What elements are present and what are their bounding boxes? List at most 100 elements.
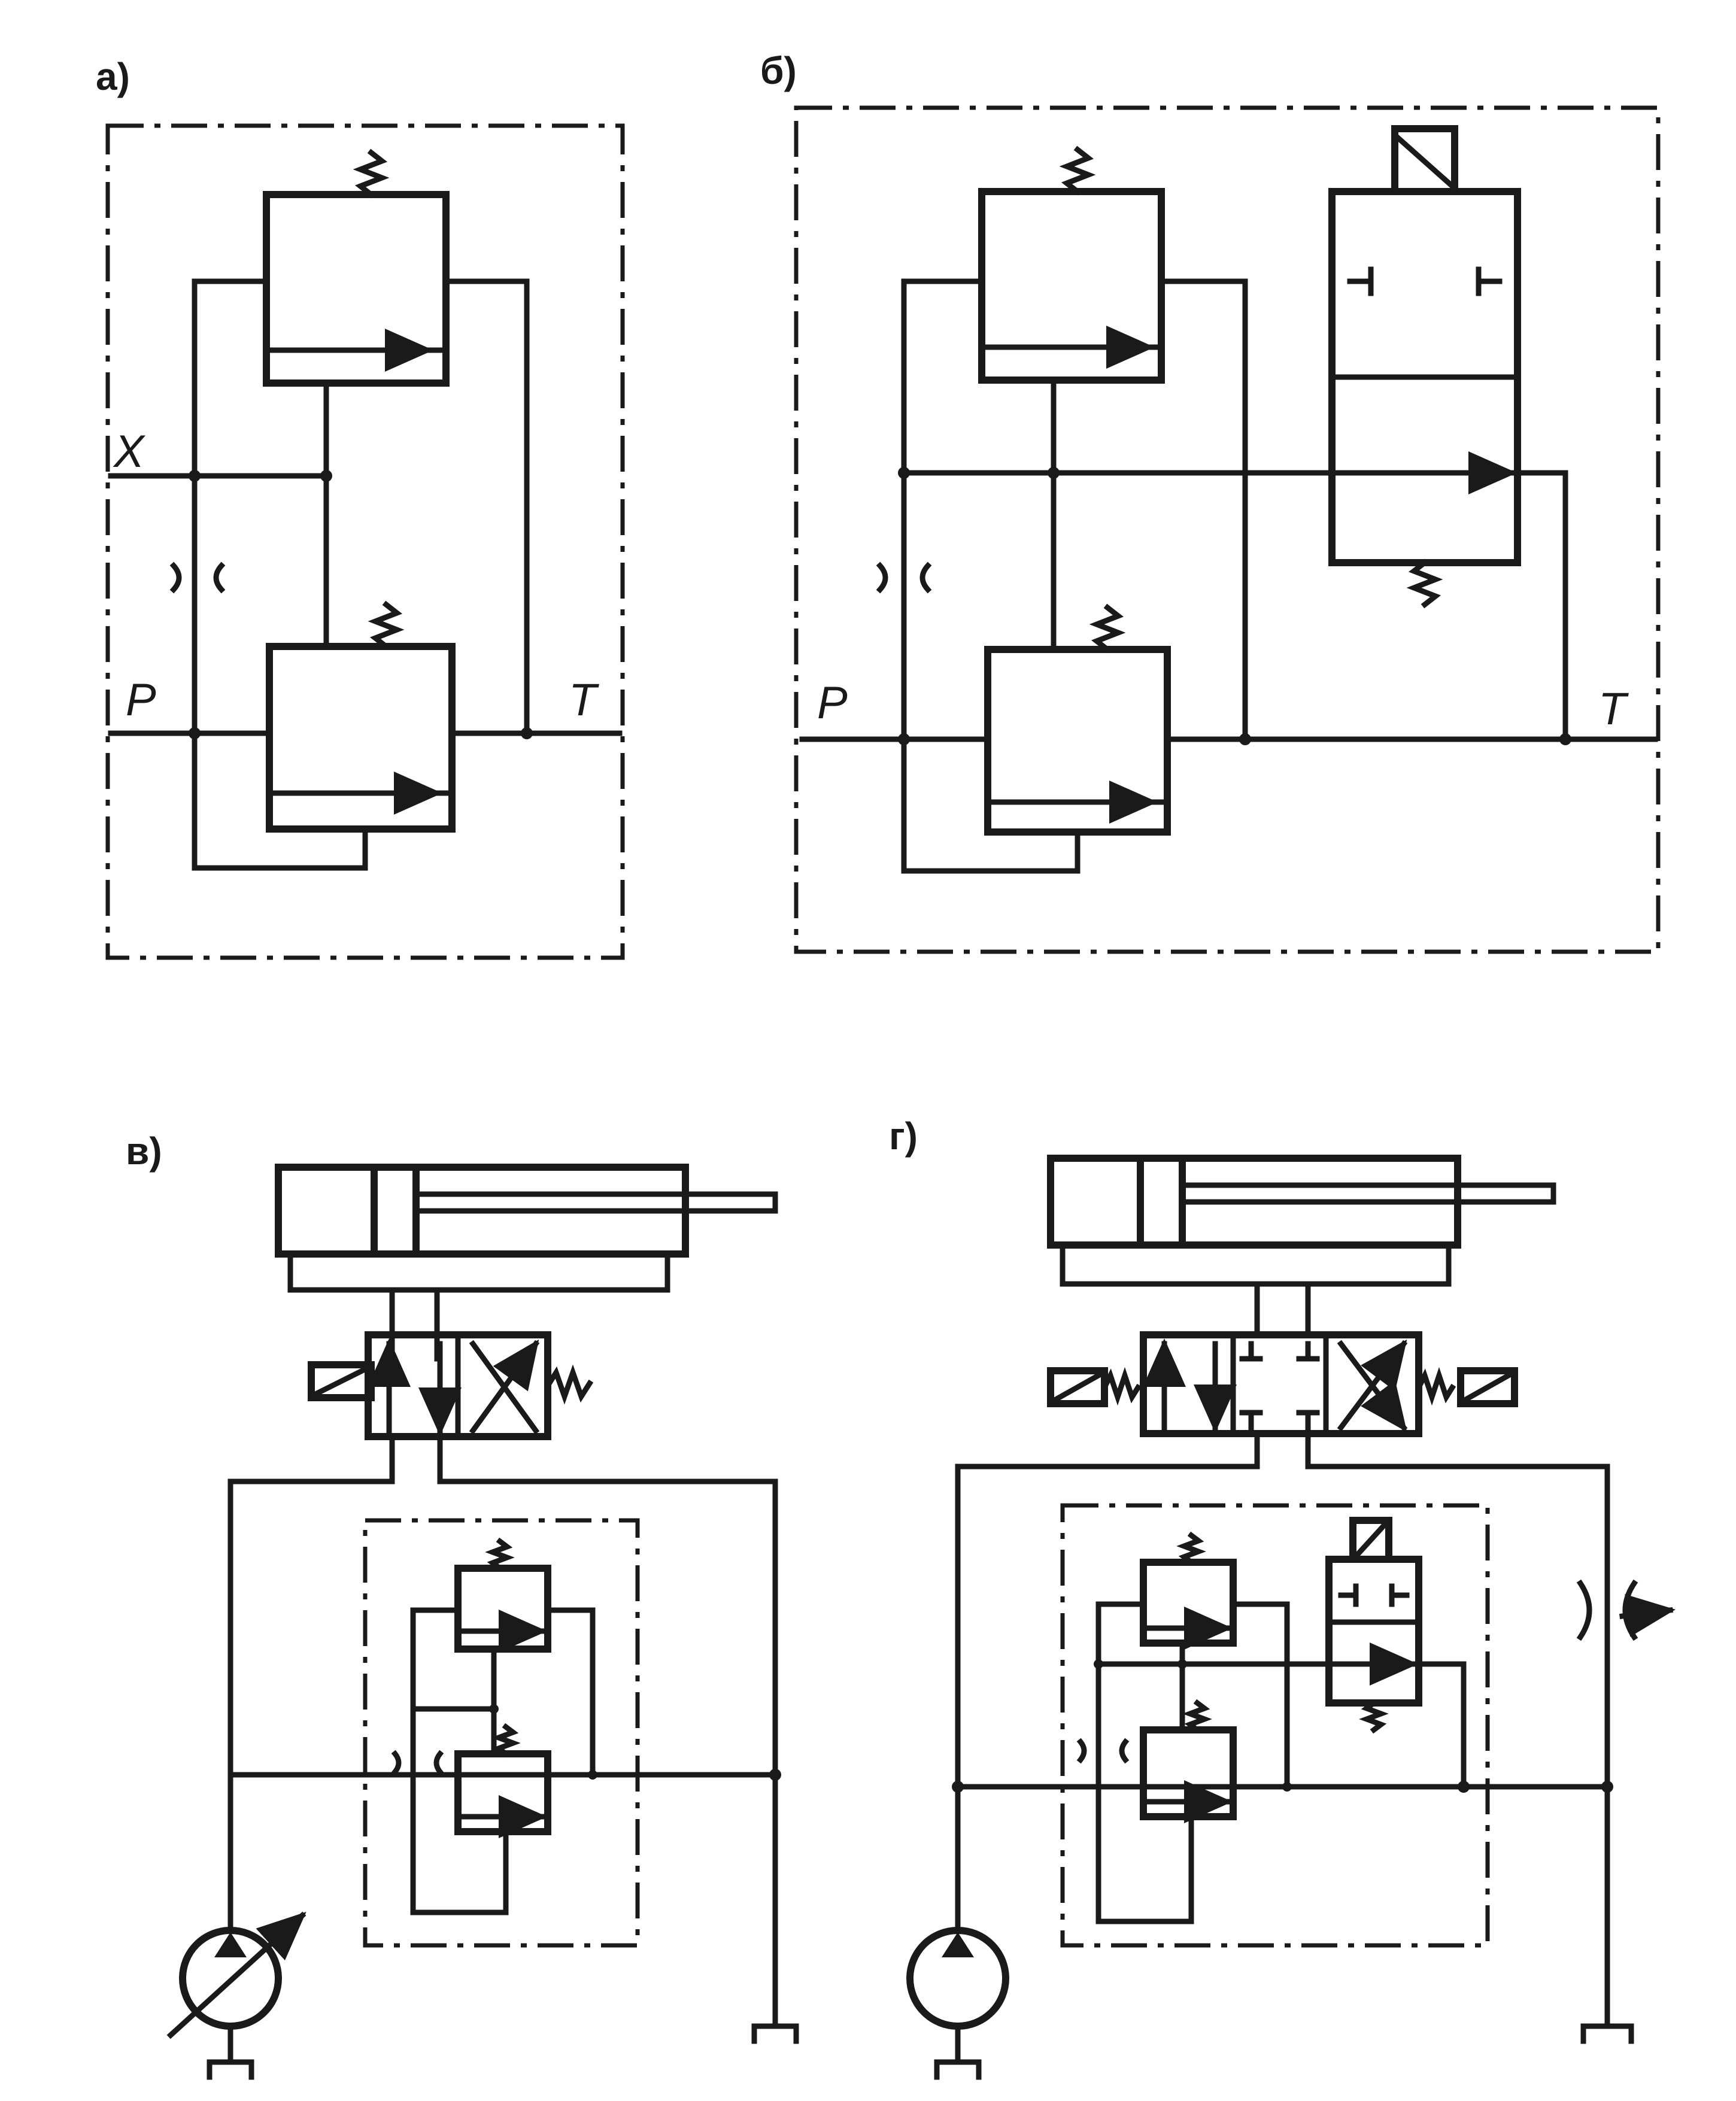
blocked-port-icon xyxy=(1239,1410,1320,1431)
tank-icon xyxy=(934,2059,982,2080)
main-valve-spring-icon xyxy=(1089,603,1126,654)
drain-line xyxy=(545,1607,596,1778)
solenoid-diagonal xyxy=(1394,133,1456,190)
right-spring-icon xyxy=(1415,1367,1456,1406)
panel-b-label: б) xyxy=(760,49,797,92)
panel-v: в) xyxy=(126,1130,799,2080)
junction-dot xyxy=(1282,1782,1292,1792)
pilot-supply-line xyxy=(901,278,1081,874)
relief-valve-dashed-enclosure xyxy=(1060,1503,1490,1948)
vent-return-line xyxy=(1515,470,1568,742)
return-line xyxy=(437,1434,778,2029)
cylinder-port-lines xyxy=(389,1287,440,1362)
panel-g: г) xyxy=(889,1115,1676,2080)
port-p-label: P xyxy=(817,678,848,728)
cylinder-rod xyxy=(1179,1182,1556,1205)
relief-valve-assembly xyxy=(1060,1503,1490,1948)
cylinder-port-lines xyxy=(1254,1281,1311,1335)
panel-a-dashed-enclosure xyxy=(105,123,625,960)
vent-return-line xyxy=(1416,1661,1467,1790)
panel-b: б) xyxy=(760,49,1661,954)
main-valve-spring-icon xyxy=(491,1723,521,1758)
port-x-label: X xyxy=(113,426,146,477)
junction-dot xyxy=(898,733,910,745)
solenoid-diagonal xyxy=(1352,1519,1390,1560)
pilot-valve-body xyxy=(454,1565,551,1653)
junction-dot xyxy=(320,470,332,482)
junction-dot xyxy=(1239,733,1251,745)
port-t-label: T xyxy=(569,675,599,725)
solenoid-valve-body xyxy=(1325,1556,1422,1707)
pilot-supply-line xyxy=(1095,1601,1194,1924)
main-valve xyxy=(266,600,456,833)
cylinder-piston xyxy=(1137,1155,1186,1249)
variable-adjust-arrow-icon xyxy=(166,1911,306,2039)
return-line xyxy=(1305,1431,1610,2029)
cylinder-port-bar xyxy=(1060,1242,1452,1287)
solenoid-diagonal xyxy=(1459,1370,1516,1405)
solenoid-directional-valve xyxy=(1328,125,1521,609)
pilot-valve-spring-icon xyxy=(353,148,390,199)
directional-valve-4-2 xyxy=(308,1331,594,1440)
solenoid-icon xyxy=(1457,1367,1518,1407)
solenoid-diagonal xyxy=(1049,1370,1106,1405)
pressure-line xyxy=(955,1431,1260,1933)
cross-flow-line xyxy=(469,1340,540,1435)
variable-displacement-pump xyxy=(166,1911,306,2080)
relief-valve-dashed-enclosure xyxy=(363,1518,640,1948)
drain-line xyxy=(1158,278,1248,742)
cylinder-rod xyxy=(413,1191,778,1214)
junction-dot xyxy=(1559,733,1571,745)
pilot-valve-body xyxy=(978,188,1165,384)
panel-g-label: г) xyxy=(889,1115,918,1158)
pilot-valve-spring-icon xyxy=(1059,145,1096,196)
tank-icon xyxy=(751,2023,799,2044)
orifice-icon xyxy=(1076,1738,1130,1764)
solenoid-return-spring-icon xyxy=(1406,558,1443,609)
left-spring-icon xyxy=(1100,1367,1142,1406)
orifice-icon xyxy=(169,561,226,594)
pilot-supply-line xyxy=(410,1607,509,1915)
junction-dot xyxy=(1601,1781,1613,1793)
main-valve-spring-icon xyxy=(368,600,405,651)
junction-dot xyxy=(952,1781,964,1793)
blocked-port-icon xyxy=(1239,1341,1320,1362)
tank-icon xyxy=(207,2059,254,2080)
solenoid-return-spring-icon xyxy=(1359,1699,1389,1734)
panel-a-label: а) xyxy=(96,55,130,98)
main-valve xyxy=(984,603,1171,836)
pilot-supply-line xyxy=(192,278,368,871)
pilot-valve-spring-icon xyxy=(485,1537,515,1572)
pilot-valve-body xyxy=(1140,1559,1237,1647)
blocked-port-icon xyxy=(1476,266,1503,296)
junction-dot xyxy=(521,727,533,739)
fixed-displacement-pump xyxy=(906,1927,1009,2080)
relief-valve-assembly xyxy=(363,1518,640,1948)
port-p-label: P xyxy=(126,675,156,725)
main-valve-spring-icon xyxy=(1182,1699,1212,1734)
junction-dot xyxy=(1094,1659,1103,1669)
throttle-adjust-arrow-icon xyxy=(1619,1594,1676,1637)
drain-line xyxy=(1230,1601,1290,1790)
junction-dot xyxy=(189,727,201,739)
pressure-line xyxy=(227,1434,395,1933)
pilot-valve-body xyxy=(263,191,450,387)
junction-dot xyxy=(769,1769,781,1781)
orifice-icon xyxy=(391,1750,444,1776)
panel-a: а) X P T xyxy=(96,55,625,960)
orifice-icon xyxy=(876,561,932,594)
main-valve-body xyxy=(454,1750,551,1835)
pilot-valve xyxy=(263,148,450,387)
pilot-valve-spring-icon xyxy=(1176,1531,1206,1566)
panel-v-label: в) xyxy=(126,1130,162,1173)
main-valve-body xyxy=(266,643,456,833)
pump-direction-icon xyxy=(214,1932,247,1957)
hydraulic-cylinder xyxy=(275,1164,778,1258)
junction-dot xyxy=(588,1770,597,1780)
directional-valve-4-3 xyxy=(1047,1331,1518,1437)
port-t-label: T xyxy=(1598,684,1629,734)
cylinder-piston xyxy=(371,1164,420,1258)
cross-flow-arrow-icon xyxy=(1337,1340,1408,1432)
blocked-port-icon xyxy=(1338,1583,1410,1607)
